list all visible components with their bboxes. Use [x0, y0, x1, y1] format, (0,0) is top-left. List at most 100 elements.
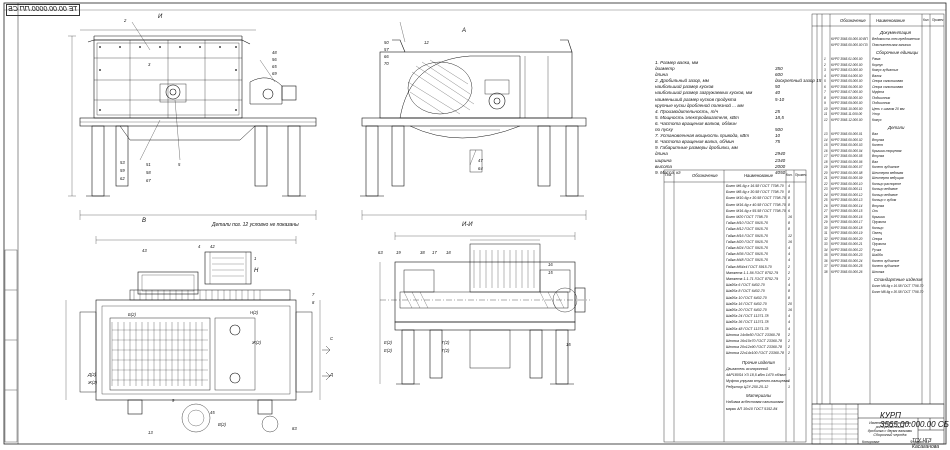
drawing-stamp: ТЕ 00.00.0000.ПП СБ: [6, 4, 80, 16]
bom-item-name: Шпонка 20x12x90 ГОСТ 23360-78: [726, 345, 783, 350]
bom-left-grid: [663, 169, 807, 443]
note-text: 8. Частота вращения валка, об/мин: [655, 139, 735, 145]
view-side: [360, 21, 587, 220]
sheet-frame: [3, 2, 947, 445]
callout: 45: [210, 410, 215, 415]
bom-item-designation: КУРП 3565.06.000.00: [831, 84, 863, 89]
bom-item-designation: КУРП 3565.00.000.06: [831, 159, 863, 164]
bom-item-name: Втулка: [872, 154, 885, 158]
bom-item-name: Втулка: [872, 137, 885, 142]
bom-item-qty: 8: [788, 227, 790, 232]
bom-item-name: Шайба 24 ГОСТ 11371-78: [726, 314, 769, 319]
bom-item-name: Шпонка 16x10x70 ГОСТ 23360-78: [726, 339, 783, 343]
bom-item-designation: КУРП 3565.00.000.13: [831, 198, 863, 202]
bom-item-qty: 8: [788, 190, 790, 195]
note-text: 9. Масса, кг: [655, 169, 681, 175]
bom-item-qty: 4: [788, 252, 790, 257]
bom-item-name: Шайба 48 ГОСТ 11371-78: [726, 326, 769, 331]
section-mark: Г(2): [442, 340, 450, 345]
section-mark: Н(2): [250, 310, 259, 315]
callout: 15: [548, 270, 553, 275]
note-value: 500: [775, 127, 783, 133]
bom-item-name: Опора сальниковая: [872, 79, 903, 83]
section-mark: Г(2): [442, 348, 450, 353]
bom-item-name: Гайка М36 ГОСТ 5915-70: [726, 252, 769, 257]
note-text: 1. Размер валка, мм: [655, 60, 699, 65]
note-row: высота 2000: [655, 164, 795, 170]
bom-item-name: Кольцо распорное: [872, 181, 902, 186]
bom-item-designation: КУРП 3565.03.000.00: [831, 68, 863, 72]
bom-item-name: Крышка торцевая: [872, 148, 902, 153]
bom-item-qty: 1: [788, 385, 790, 390]
bom-item-pos: 7: [824, 90, 826, 94]
bom-header: Обозначение: [840, 18, 866, 23]
bom-item-designation: КУРП 3565.00.000.11: [831, 187, 863, 191]
callout: 7: [312, 292, 315, 297]
bom-item-qty: 8: [788, 295, 790, 300]
callout: 64: [478, 166, 483, 171]
bom-item-qty: 1: [788, 366, 790, 371]
bom-item-pos: 17: [824, 154, 828, 158]
bom-item-designation: КУРП 3565.00.000.15: [831, 209, 863, 213]
note-value: 2940: [775, 151, 786, 157]
note-row: 1. Размер валка, мм: [655, 60, 795, 66]
organization: ТГУ ЧГЗ Касаганова: [912, 438, 940, 450]
bom-item-name: Шайба 10 ГОСТ 6402-70: [726, 295, 767, 300]
bom-item-pos: 15: [824, 143, 828, 147]
bom-item-name: Опора: [872, 236, 883, 241]
view-plan: [65, 236, 331, 433]
bom-item-pos: 36: [824, 258, 828, 263]
bom-item-qty: 8: [788, 221, 790, 226]
callout: 5: [178, 162, 181, 167]
note-text: 6. Частота вращения валков, об/мин: [655, 120, 737, 126]
bom-item-designation: КУРП 3565.12.000.00: [831, 117, 863, 122]
bom-item-designation: КУРП 3565.00.000.18: [831, 225, 863, 230]
callout: 56: [272, 57, 277, 62]
bom-item-qty: 12: [788, 233, 792, 238]
note-text: высота: [655, 163, 672, 169]
title-line-3: Сборочный чертёж: [873, 433, 907, 437]
bom-item-name: Гайка М48 ГОСТ 5915-70: [726, 258, 769, 263]
note-value: 10: [775, 133, 781, 139]
bom-item-name: Кольцо: [872, 225, 884, 230]
bom-item-qty: 4: [788, 320, 790, 325]
bom-item-name: Болт М16-6g x 55.58 ГОСТ 7798-70: [726, 208, 786, 213]
bom-item-pos: 4: [824, 73, 826, 78]
bom-item-name: Шайба 6 ГОСТ 6402-70: [726, 283, 765, 288]
bom-item-name: Шпонка: [872, 269, 885, 274]
callout: 19: [396, 250, 401, 255]
bom-item-pos: 23: [824, 187, 828, 191]
bom-item-name: Кожух: [872, 117, 882, 122]
callout: 12: [424, 40, 429, 45]
bom-item-pos: 14: [824, 137, 828, 142]
bom-item-qty: 2: [788, 264, 790, 269]
bom-item-pos: 3: [824, 68, 826, 72]
bom-item-designation: КУРП 3565.00.000.08: [831, 170, 863, 175]
note-text: наибольший размер кусков: [655, 84, 714, 90]
bom-item-designation: КУРП 3565.00.000.12: [831, 192, 863, 197]
bom-item-pos: 35: [824, 253, 828, 257]
bom-item-name: Шпонка 22x14x100 ГОСТ 23360-78: [726, 351, 785, 356]
bom-header: Наименование: [744, 173, 773, 178]
bom-item-name: Опора сальниковая: [872, 84, 903, 89]
node-h-label: Н: [254, 268, 259, 274]
bom-item-designation: КУРП 3565.00.000.14: [831, 203, 863, 208]
bom-header: Обозначение: [692, 173, 718, 178]
bom-section-title: Сборочные единицы: [876, 50, 919, 55]
note-text: длина: [655, 151, 668, 157]
bom-item-name: Шпонка 14x9x50 ГОСТ 23360-78: [726, 332, 781, 337]
bom-section-title: Стандартные изделия: [874, 277, 923, 282]
bom-item-qty: 8: [788, 196, 790, 201]
bom-item-designation: КУРП 3565.00.000.20: [831, 236, 863, 241]
bom-item-pos: 6: [824, 84, 826, 89]
note-text: 2. Дробильный зазор, мм: [655, 78, 709, 84]
note-value: 2000: [775, 163, 786, 169]
bom-item-designation: КУРП 3565.05.000.00: [831, 79, 863, 83]
bom-item-designation: КУРП 3565.04.000.00: [831, 73, 863, 78]
bom-item-pos: 16: [824, 148, 828, 153]
